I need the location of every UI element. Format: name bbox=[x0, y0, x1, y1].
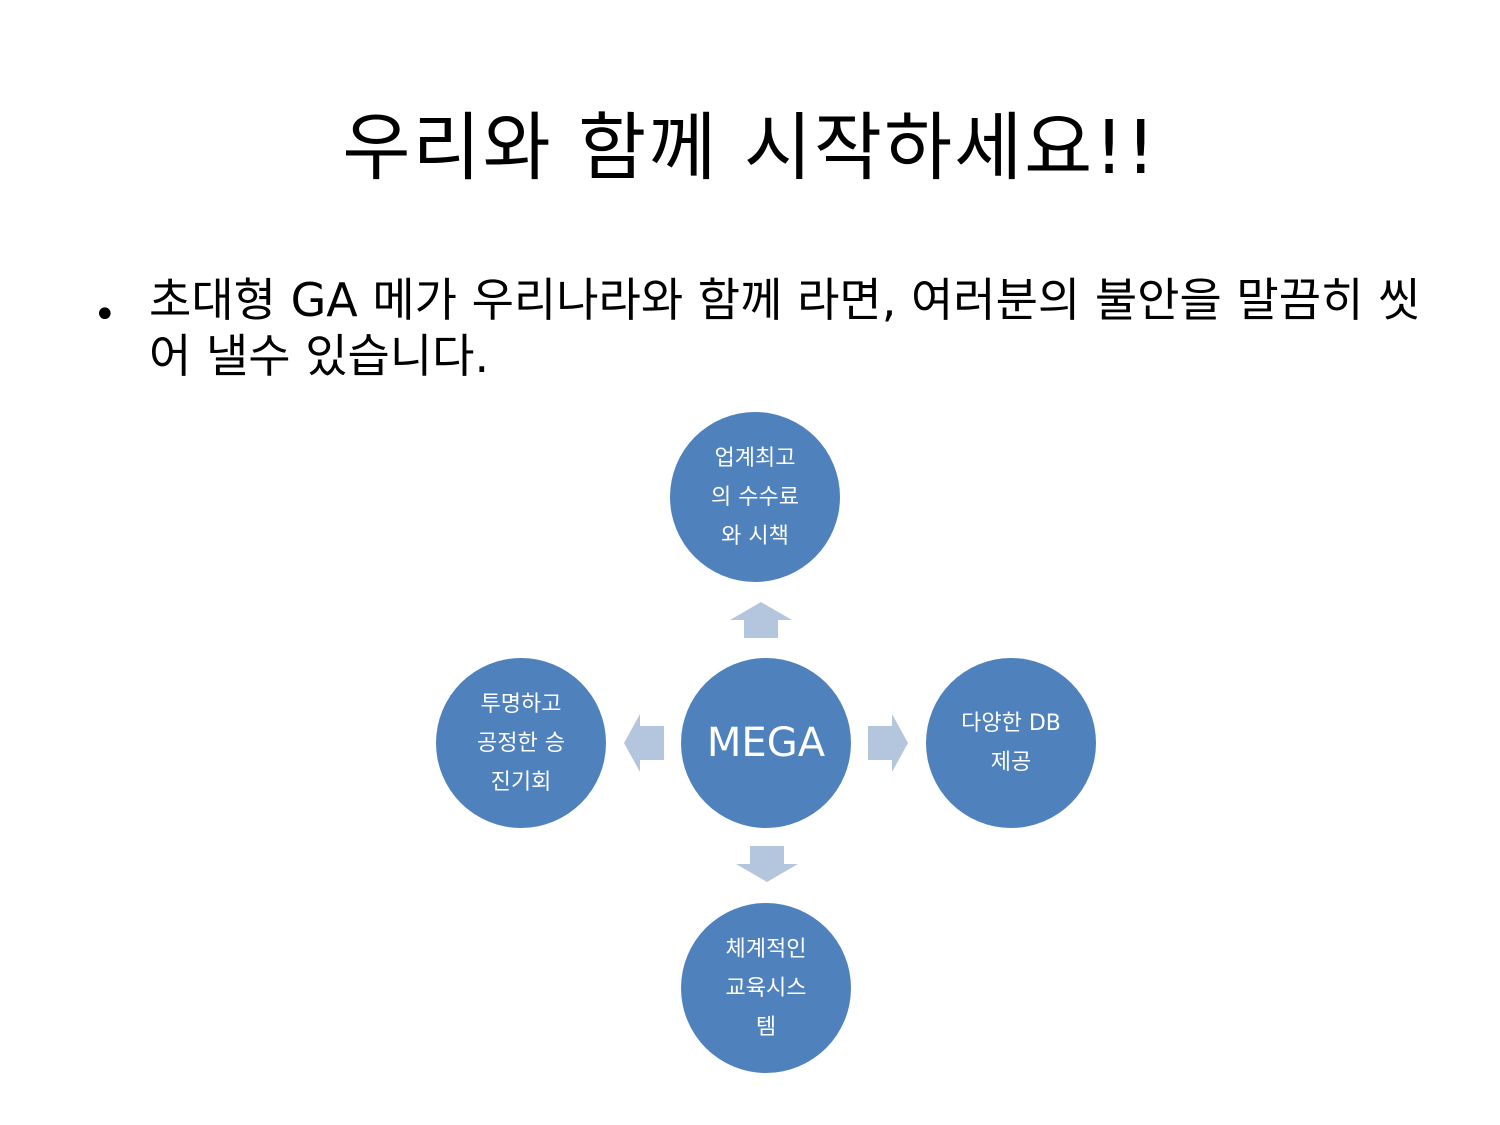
node-left: 투명하고 공정한 승 진기회 bbox=[436, 658, 606, 828]
node-left-label: 투명하고 공정한 승 진기회 bbox=[477, 691, 565, 795]
bullet-dot-icon: • bbox=[93, 292, 117, 338]
node-top-label: 업계최고 의 수수료 와 시책 bbox=[711, 445, 799, 549]
node-right-label: 다양한 DB 제공 bbox=[961, 711, 1061, 775]
arrow-down-icon bbox=[736, 846, 798, 882]
arrow-up-icon bbox=[730, 602, 792, 638]
bullet-item: • 초대형 GA 메가 우리나라와 함께 라면, 여러분의 불안을 말끔히 씻어… bbox=[85, 272, 1425, 384]
node-center-label: MEGA bbox=[706, 719, 826, 766]
node-bottom: 체계적인 교육시스 템 bbox=[681, 903, 851, 1073]
node-bottom-label: 체계적인 교육시스 템 bbox=[725, 936, 807, 1040]
bullet-text: 초대형 GA 메가 우리나라와 함께 라면, 여러분의 불안을 말끔히 씻어 낼… bbox=[149, 273, 1421, 383]
slide-title: 우리와 함께 시작하세요!! bbox=[342, 105, 1158, 191]
arrow-left-icon bbox=[624, 714, 664, 772]
node-right: 다양한 DB 제공 bbox=[926, 658, 1096, 828]
node-top: 업계최고 의 수수료 와 시책 bbox=[670, 412, 840, 582]
arrow-right-icon bbox=[868, 714, 908, 772]
node-center: MEGA bbox=[681, 658, 851, 828]
